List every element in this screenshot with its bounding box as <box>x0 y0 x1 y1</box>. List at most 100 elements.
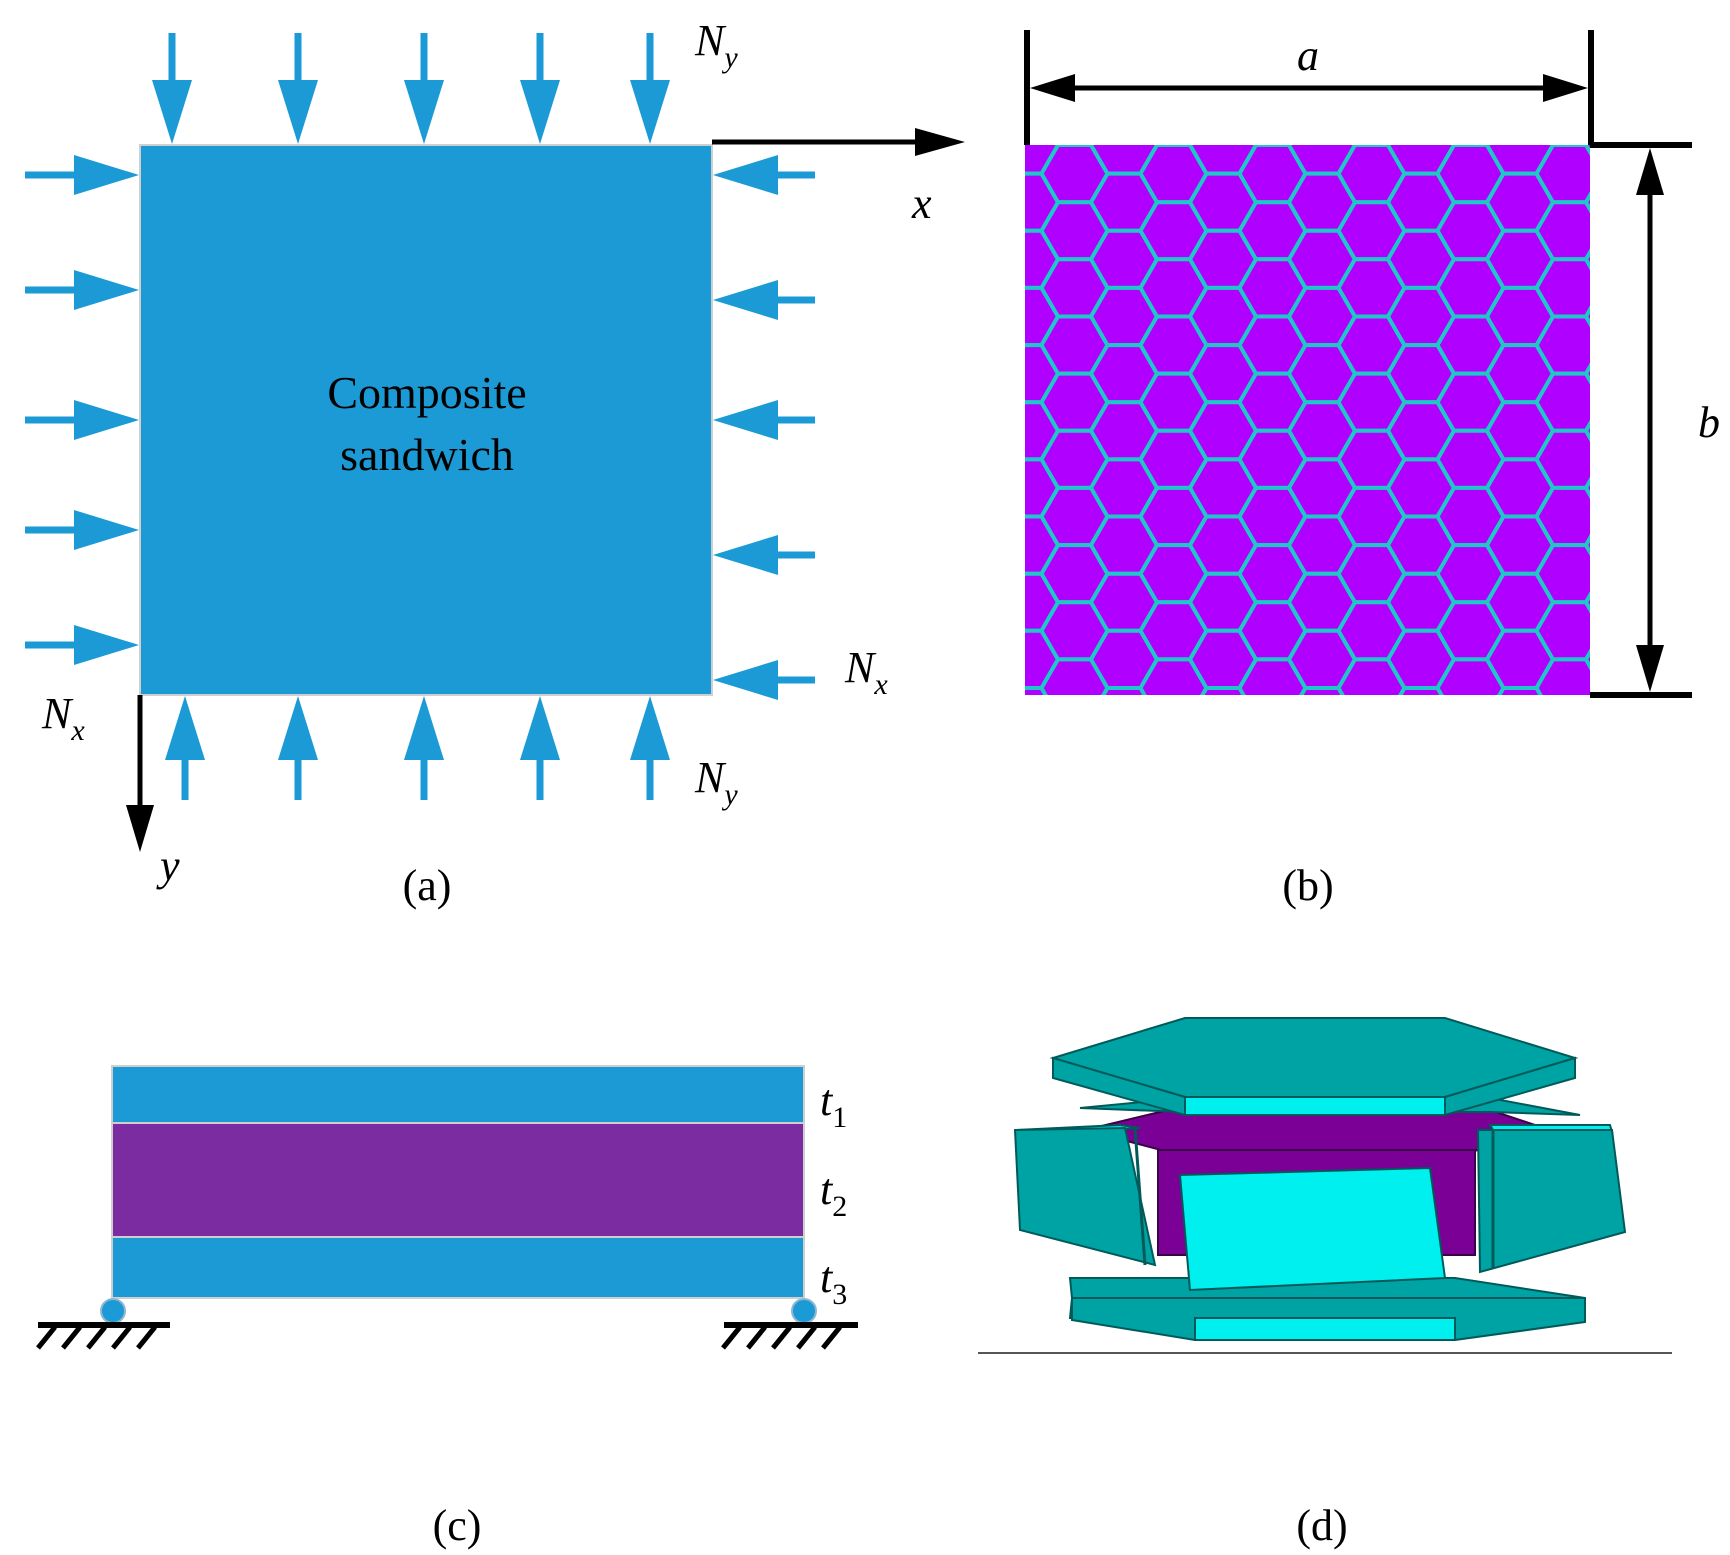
honeycomb-cell-25 <box>992 745 1058 802</box>
honeycomb-cell-193 <box>1636 717 1702 774</box>
honeycomb-cell-9 <box>943 602 1009 659</box>
y-axis-label: y <box>156 841 180 890</box>
arrow-head-top-1 <box>278 80 318 144</box>
honeycomb-cell-179 <box>1583 648 1590 671</box>
arrow-head-bottom-2 <box>404 696 444 760</box>
honeycomb-cell-168 <box>1537 774 1603 831</box>
dim-b-label: b <box>1698 398 1720 447</box>
top-hexagon-plate <box>1049 1017 1579 1117</box>
bottom-hexagon-plate <box>1068 1277 1586 1341</box>
honeycomb-cell-115 <box>1339 717 1405 774</box>
right-roller-support <box>721 1298 858 1350</box>
front-cell-wall <box>1178 1166 1447 1292</box>
plate-label-line2: sandwich <box>340 429 514 480</box>
arrow-head-bottom-3 <box>520 696 560 760</box>
honeycomb-cell-181 <box>1586 745 1652 802</box>
arrow-head-right-2 <box>713 400 778 440</box>
arrow-head-top-0 <box>152 80 192 144</box>
honeycomb-cell-1 <box>943 145 1009 202</box>
honeycomb-cell-89 <box>1240 717 1306 774</box>
honeycomb-cell-161 <box>1534 371 1590 433</box>
honeycomb-cell-182 <box>1636 88 1702 145</box>
honeycomb-cell-177 <box>1583 534 1590 557</box>
honeycomb-cell-187 <box>1636 374 1702 431</box>
arrow-head-left-2 <box>74 400 139 440</box>
nx-left-label: Nx <box>41 689 85 747</box>
honeycomb-cell-169 <box>1586 59 1652 116</box>
y-axis-arrowhead <box>126 805 154 852</box>
honeycomb-cell-159 <box>1534 257 1590 319</box>
honeycomb-cell-158 <box>1534 200 1590 262</box>
honeycomb-cell-185 <box>1636 259 1702 316</box>
arrow-head-right-0 <box>713 155 778 195</box>
honeycomb-cell-50 <box>1101 686 1147 695</box>
honeycomb-cell-155 <box>1487 745 1553 802</box>
panel-d: (d) <box>978 1017 1672 1550</box>
honeycomb-cell-37 <box>1042 717 1108 774</box>
dim-a-arrow-right <box>1543 74 1588 102</box>
honeycomb-cell-2 <box>943 202 1009 259</box>
honeycomb-cell-10 <box>943 659 1009 716</box>
honeycomb-cell-129 <box>1388 745 1454 802</box>
honeycomb-cell-160 <box>1534 314 1590 376</box>
honeycomb-cell-63 <box>1141 717 1207 774</box>
honeycomb-cell-162 <box>1534 428 1590 490</box>
honeycomb-cell-194 <box>1636 774 1702 831</box>
arrow-head-left-1 <box>74 270 139 310</box>
panel-b: a b (b) <box>943 30 1720 910</box>
left-roller-support <box>36 1298 170 1350</box>
honeycomb-cell-116 <box>1339 774 1405 831</box>
dim-a-arrow-left <box>1030 74 1075 102</box>
honeycomb-cell-173 <box>1583 305 1590 328</box>
right-cell-wall <box>1476 1124 1627 1274</box>
honeycomb-cells <box>943 59 1702 831</box>
honeycomb-cell-77 <box>1190 745 1256 802</box>
honeycomb-cell-188 <box>1636 431 1702 488</box>
left-cell-wall <box>1013 1123 1157 1267</box>
arrow-head-left-4 <box>74 625 139 665</box>
layer-t3-label: t3 <box>820 1253 847 1311</box>
honeycomb-cell-6 <box>943 431 1009 488</box>
honeycomb-cell-7 <box>943 488 1009 545</box>
nx-right-label: Nx <box>844 643 888 701</box>
honeycomb-cell-167 <box>1537 717 1603 774</box>
honeycomb-cell-90 <box>1240 774 1306 831</box>
arrow-head-top-2 <box>404 80 444 144</box>
honeycomb-cell-78 <box>1253 145 1292 147</box>
core-layer <box>111 1122 805 1238</box>
caption-b: (b) <box>1282 861 1333 910</box>
arrow-head-right-4 <box>713 660 778 700</box>
honeycomb-cell-128 <box>1398 686 1444 695</box>
arrow-head-right-3 <box>713 535 778 575</box>
honeycomb-cell-142 <box>1438 774 1504 831</box>
ny-bottom-label: Ny <box>694 753 738 811</box>
honeycomb-cell-76 <box>1200 686 1246 695</box>
dim-a-label: a <box>1297 31 1319 80</box>
honeycomb-cell-11 <box>943 717 1009 774</box>
arrow-head-bottom-4 <box>630 696 670 760</box>
right-load-arrows <box>713 155 815 700</box>
honeycomb-cell-172 <box>1583 248 1590 271</box>
honeycomb-cell-38 <box>1042 774 1108 831</box>
x-axis-label: x <box>911 179 932 228</box>
honeycomb-cell-64 <box>1141 774 1207 831</box>
dim-b-arrow-bottom <box>1636 645 1664 692</box>
layer-t1-label: t1 <box>820 1076 847 1134</box>
top-face-sheet <box>111 1065 805 1124</box>
honeycomb-cell-130 <box>1451 145 1490 147</box>
layer-t2-label: t2 <box>820 1165 847 1223</box>
honeycomb-cell-190 <box>1636 545 1702 602</box>
honeycomb-cell-3 <box>943 259 1009 316</box>
plate-label-line1: Composite <box>327 367 526 418</box>
honeycomb-cell-104 <box>1352 145 1391 147</box>
honeycomb-cell-103 <box>1289 745 1355 802</box>
arrow-head-left-0 <box>74 155 139 195</box>
bottom-face-sheet <box>111 1236 805 1299</box>
honeycomb-cell-178 <box>1583 591 1590 614</box>
honeycomb-cell-8 <box>943 545 1009 602</box>
ny-top-label: Ny <box>694 16 738 74</box>
honeycomb-cell-0 <box>943 88 1009 145</box>
panel-c: t1 t2 t3 (c) <box>36 1065 858 1550</box>
honeycomb-cell-184 <box>1636 202 1702 259</box>
arrow-head-top-4 <box>630 80 670 144</box>
